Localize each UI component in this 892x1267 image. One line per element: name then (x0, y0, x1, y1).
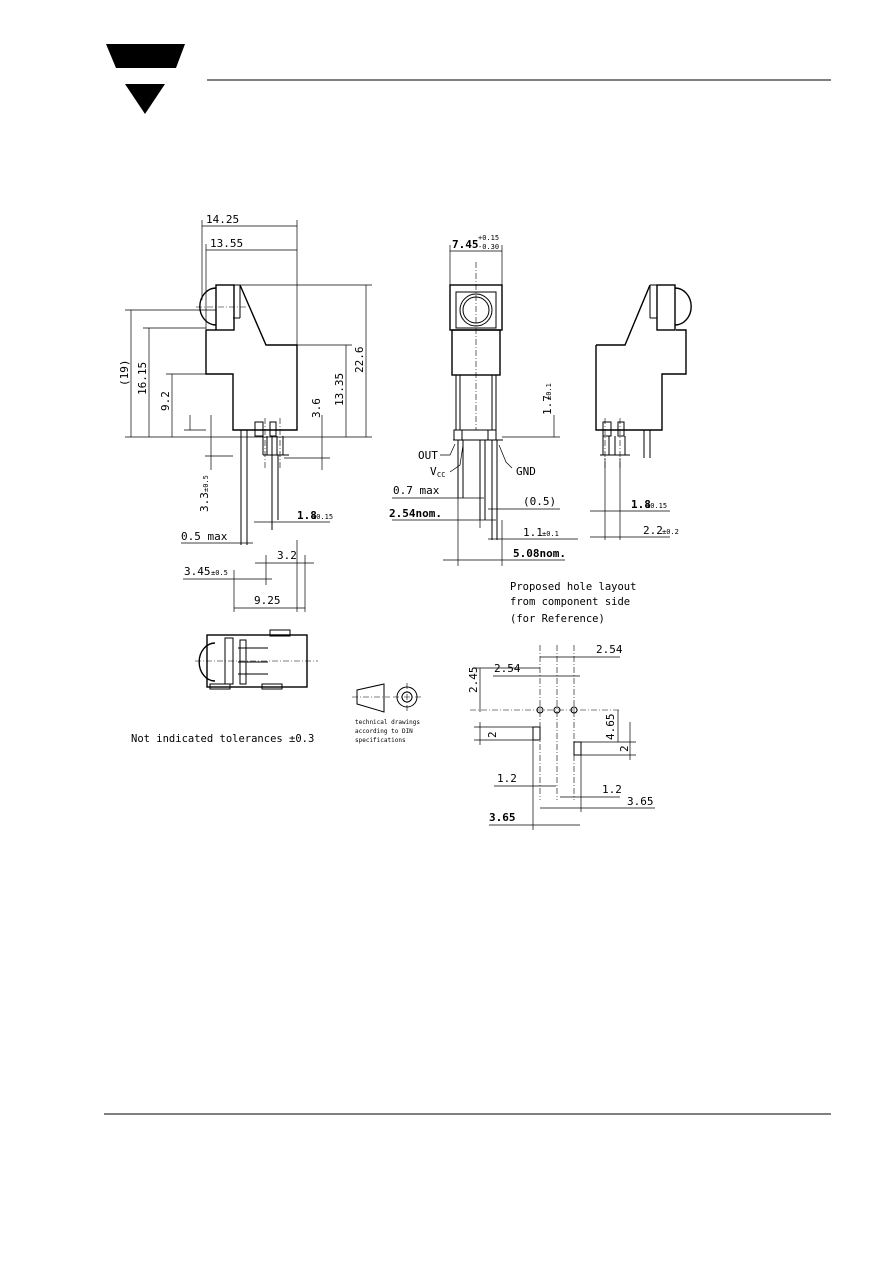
hole-dim-2-right: 2 (618, 745, 631, 752)
svg-text:1.8: 1.8 (631, 498, 651, 511)
svg-text:±0.15: ±0.15 (646, 502, 667, 510)
svg-text:±0.1: ±0.1 (542, 530, 559, 538)
svg-text:±0.2: ±0.2 (662, 528, 679, 536)
svg-text:1.8: 1.8 (297, 509, 317, 522)
svg-text:7.45: 7.45 (452, 238, 479, 251)
front-view: 7.45 +0.15 -0.30 1.7 ±0.1 OUT V CC GND 0… (389, 234, 578, 566)
hole-dim-4-65: 4.65 (604, 714, 617, 741)
hole-dim-1-2-left: 1.2 (497, 772, 517, 785)
hole-dim-3-65-right: 3.65 (627, 795, 654, 808)
dim-9-2: 9.2 (159, 391, 172, 411)
dim-1-8-left: 1.8 ±0.15 (297, 509, 333, 522)
svg-text:+0.15: +0.15 (478, 234, 499, 242)
hole-dim-3-65-left: 3.65 (489, 811, 516, 824)
din-note-line1: technical drawings (355, 719, 420, 726)
svg-text:2.2: 2.2 (643, 524, 663, 537)
svg-text:V: V (430, 465, 437, 478)
dim-0-7-max: 0.7 max (393, 484, 440, 497)
dim-1-1: 1.1 ±0.1 (523, 526, 559, 539)
dim-3-2: 3.2 (277, 549, 297, 562)
pin-label-out: OUT (418, 449, 438, 462)
dim-13-35: 13.35 (333, 373, 346, 406)
pin-label-gnd: GND (516, 465, 536, 478)
dim-0-5: (0.5) (523, 495, 556, 508)
dim-1-7: 1.7 ±0.1 (541, 383, 554, 415)
hole-dim-1-2-right: 1.2 (602, 783, 622, 796)
dim-0-5-max: 0.5 max (181, 530, 228, 543)
din-note-line3: specifications (355, 737, 406, 744)
tolerance-note: Not indicated tolerances ±0.3 (131, 733, 314, 745)
svg-text:1.7: 1.7 (541, 395, 554, 415)
svg-text:3.3: 3.3 (198, 492, 211, 512)
dim-3-3: 3.3 ±0.5 (198, 475, 211, 512)
svg-text:±0.5: ±0.5 (202, 475, 210, 492)
hole-layout-title-2: from component side (510, 596, 630, 608)
dim-9-25: 9.25 (254, 594, 281, 607)
side-view-right: 1.8 ±0.15 2.2 ±0.2 (590, 284, 692, 540)
svg-text:CC: CC (437, 471, 445, 479)
dim-19: (19) (118, 360, 131, 387)
dim-2-2: 2.2 ±0.2 (643, 524, 679, 537)
hole-dim-2-54-left: 2.54 (494, 662, 521, 675)
hole-layout: Proposed hole layout from component side… (467, 581, 655, 830)
din-note-line2: according to DIN (355, 728, 413, 735)
hole-dim-2-45: 2.45 (467, 667, 480, 694)
hole-dim-2-left: 2 (486, 731, 499, 738)
svg-text:±0.15: ±0.15 (312, 513, 333, 521)
pin-label-vcc: V CC (430, 465, 445, 479)
hole-dim-2-54-right: 2.54 (596, 643, 623, 656)
vishay-logo (106, 44, 185, 114)
dim-13-55: 13.55 (210, 237, 243, 250)
dim-7-45: 7.45 +0.15 -0.30 (452, 234, 499, 251)
dim-2-54-nom: 2.54nom. (389, 507, 442, 520)
din-projection-symbol: technical drawings according to DIN spec… (352, 683, 421, 744)
dim-14-25: 14.25 (206, 213, 239, 226)
side-view-left: 14.25 13.55 (19) 16.15 9.2 3.6 13.35 22.… (118, 213, 372, 612)
dim-3-45: 3.45 ±0.5 (184, 565, 228, 578)
dim-22-6: 22.6 (353, 347, 366, 374)
bottom-view (195, 629, 318, 690)
dim-3-6: 3.6 (310, 398, 323, 418)
svg-text:1.1: 1.1 (523, 526, 543, 539)
svg-text:±0.5: ±0.5 (211, 569, 228, 577)
hole-layout-title-1: Proposed hole layout (510, 581, 636, 593)
dim-1-8-right: 1.8 ±0.15 (631, 498, 667, 511)
dim-16-15: 16.15 (136, 362, 149, 395)
dim-5-08-nom: 5.08nom. (513, 547, 566, 560)
svg-text:±0.1: ±0.1 (545, 383, 553, 400)
svg-text:3.45: 3.45 (184, 565, 211, 578)
hole-layout-title-3: (for Reference) (510, 613, 605, 625)
svg-text:-0.30: -0.30 (478, 243, 499, 251)
